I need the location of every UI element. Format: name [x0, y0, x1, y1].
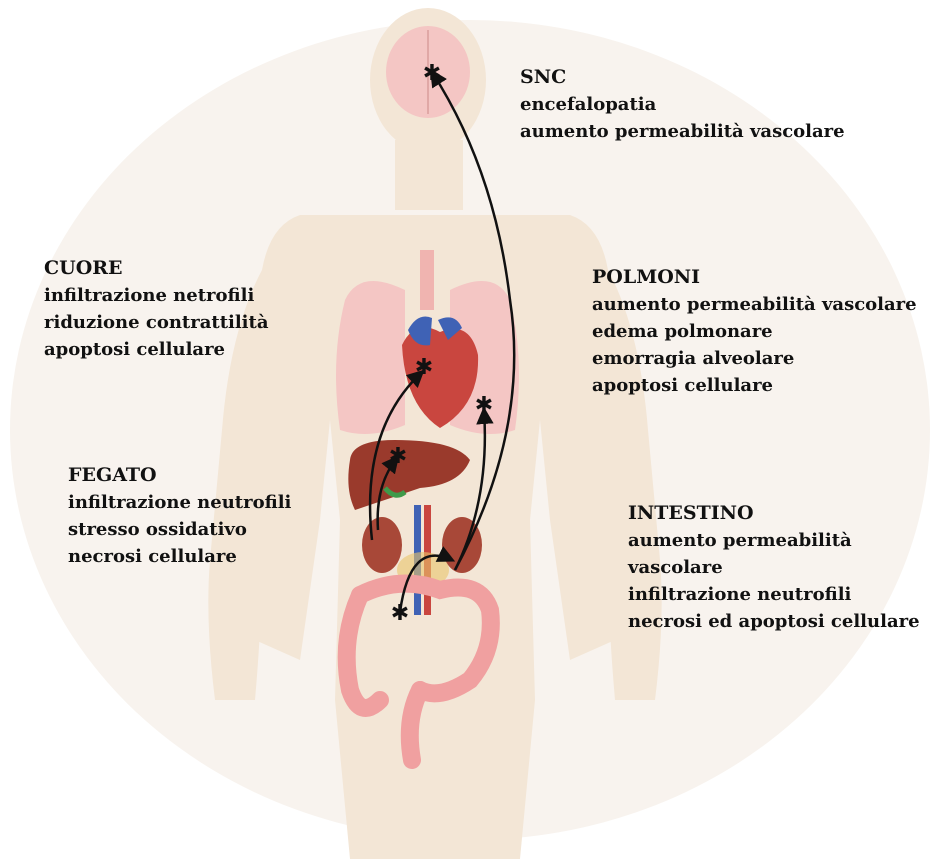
- intestino-effect-4: necrosi ed apoptosi cellulare: [628, 608, 920, 635]
- polmoni-effect-4: apoptosi cellulare: [592, 372, 917, 399]
- polmoni-label-block: POLMONI aumento permeabilità vascolare e…: [592, 264, 917, 399]
- intestino-effect-1: aumento permeabilità: [628, 527, 920, 554]
- asterisk-cuore: ✱: [415, 355, 433, 380]
- intestino-effect-2: vascolare: [628, 554, 920, 581]
- cuore-label-block: CUORE infiltrazione netrofili riduzione …: [44, 255, 269, 363]
- polmoni-effect-2: edema polmonare: [592, 318, 917, 345]
- cuore-title: CUORE: [44, 255, 269, 282]
- fegato-title: FEGATO: [68, 462, 291, 489]
- snc-effect-2: aumento permeabilità vascolare: [520, 118, 845, 145]
- polmoni-title: POLMONI: [592, 264, 917, 291]
- asterisk-fegato: ✱: [389, 444, 407, 469]
- asterisk-polmoni: ✱: [475, 393, 493, 418]
- intestino-label-block: INTESTINO aumento permeabilità vascolare…: [628, 500, 920, 635]
- snc-label-block: SNC encefalopatia aumento permeabilità v…: [520, 64, 845, 145]
- fegato-effect-2: stresso ossidativo: [68, 516, 291, 543]
- intestino-effect-3: infiltrazione neutrofili: [628, 581, 920, 608]
- intestino-title: INTESTINO: [628, 500, 920, 527]
- polmoni-effect-1: aumento permeabilità vascolare: [592, 291, 917, 318]
- cuore-effect-2: riduzione contrattilità: [44, 309, 269, 336]
- asterisk-snc: ✱: [423, 61, 441, 86]
- fegato-effect-1: infiltrazione neutrofili: [68, 489, 291, 516]
- snc-title: SNC: [520, 64, 845, 91]
- polmoni-effect-3: emorragia alveolare: [592, 345, 917, 372]
- cuore-effect-1: infiltrazione netrofili: [44, 282, 269, 309]
- fegato-effect-3: necrosi cellulare: [68, 543, 291, 570]
- cuore-effect-3: apoptosi cellulare: [44, 336, 269, 363]
- snc-effect-1: encefalopatia: [520, 91, 845, 118]
- fegato-label-block: FEGATO infiltrazione neutrofili stresso …: [68, 462, 291, 570]
- asterisk-intestino: ✱: [391, 601, 409, 626]
